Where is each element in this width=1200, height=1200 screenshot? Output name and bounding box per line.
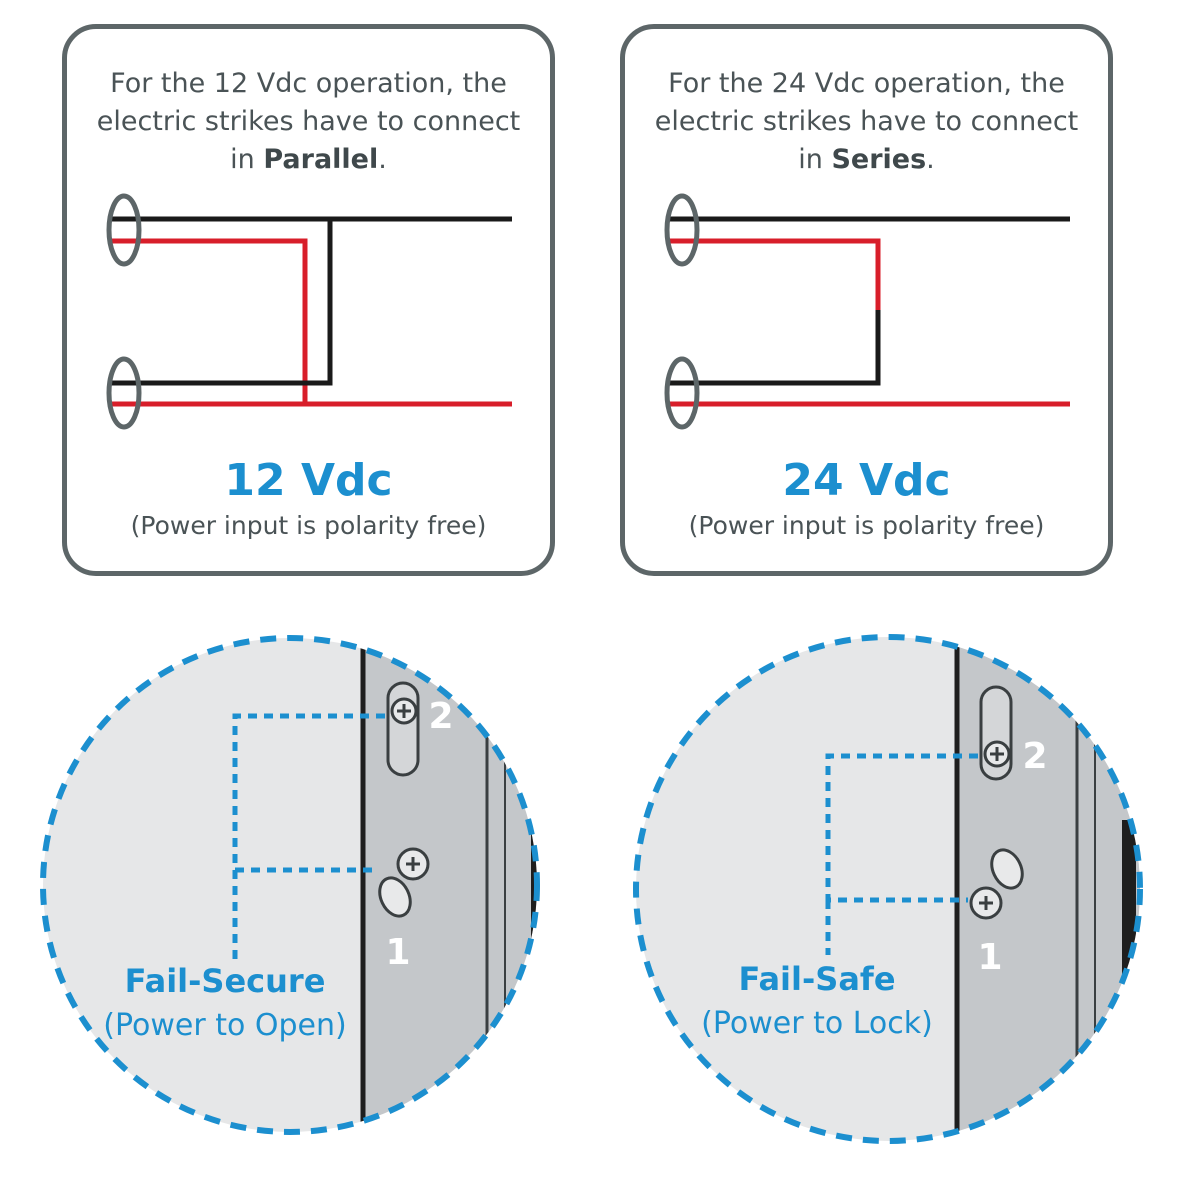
position-1-label: 1 [977, 937, 1002, 978]
connection-mode: Parallel [263, 144, 379, 175]
series-wiring-diagram [664, 193, 1070, 430]
mode-screw-bottom-icon [969, 848, 1024, 920]
fail-safe-subtitle: (Power to Lock) [701, 1006, 933, 1041]
wire-black-bottom [668, 310, 881, 386]
description-line-2: electric strikes have to connect [96, 106, 521, 137]
mode-screw-bottom-icon [378, 847, 430, 918]
description-suffix: . [378, 144, 387, 175]
wiring-panel-24vdc: For the 24 Vdc operation, the electric s… [620, 24, 1113, 576]
description-prefix: in [798, 144, 832, 175]
description-line-1: For the 12 Vdc operation, the [110, 68, 507, 99]
description-suffix: . [926, 144, 935, 175]
panel-description: For the 12 Vdc operation, the electric s… [87, 65, 530, 179]
position-2-label: 2 [1022, 736, 1047, 777]
description-line-1: For the 24 Vdc operation, the [668, 68, 1065, 99]
description-line-2: electric strikes have to connect [654, 106, 1079, 137]
leader-lines [232, 713, 385, 965]
fail-secure-subtitle: (Power to Open) [103, 1008, 347, 1043]
voltage-label: 24 Vdc [782, 455, 951, 506]
mode-screw-top-icon [386, 681, 420, 777]
wire-black-bottom [110, 219, 333, 386]
wire-red-top [110, 238, 308, 404]
fail-safe-title: Fail-Safe [738, 960, 896, 998]
strike-connector-bottom [664, 356, 700, 430]
wiring-panel-12vdc: For the 12 Vdc operation, the electric s… [62, 24, 555, 576]
connection-mode: Series [831, 144, 927, 175]
polarity-note: (Power input is polarity free) [130, 511, 487, 540]
description-prefix: in [230, 144, 264, 175]
position-2-label: 2 [428, 696, 453, 737]
fail-secure-detail: 2 1 [40, 635, 540, 1135]
wire-red-top [668, 238, 881, 312]
fail-secure-title: Fail-Secure [124, 962, 326, 1000]
panel-description: For the 24 Vdc operation, the electric s… [645, 65, 1088, 179]
strike-connector-top [664, 193, 700, 267]
voltage-label: 12 Vdc [224, 455, 393, 506]
parallel-wiring-diagram [106, 193, 512, 430]
position-1-label: 1 [385, 932, 410, 973]
fail-safe-detail: 2 1 [633, 634, 1143, 1144]
strike-connector-bottom [106, 356, 142, 430]
polarity-note: (Power input is polarity free) [688, 511, 1045, 540]
mode-screw-top-icon [979, 685, 1013, 781]
strike-connector-top [106, 193, 142, 267]
